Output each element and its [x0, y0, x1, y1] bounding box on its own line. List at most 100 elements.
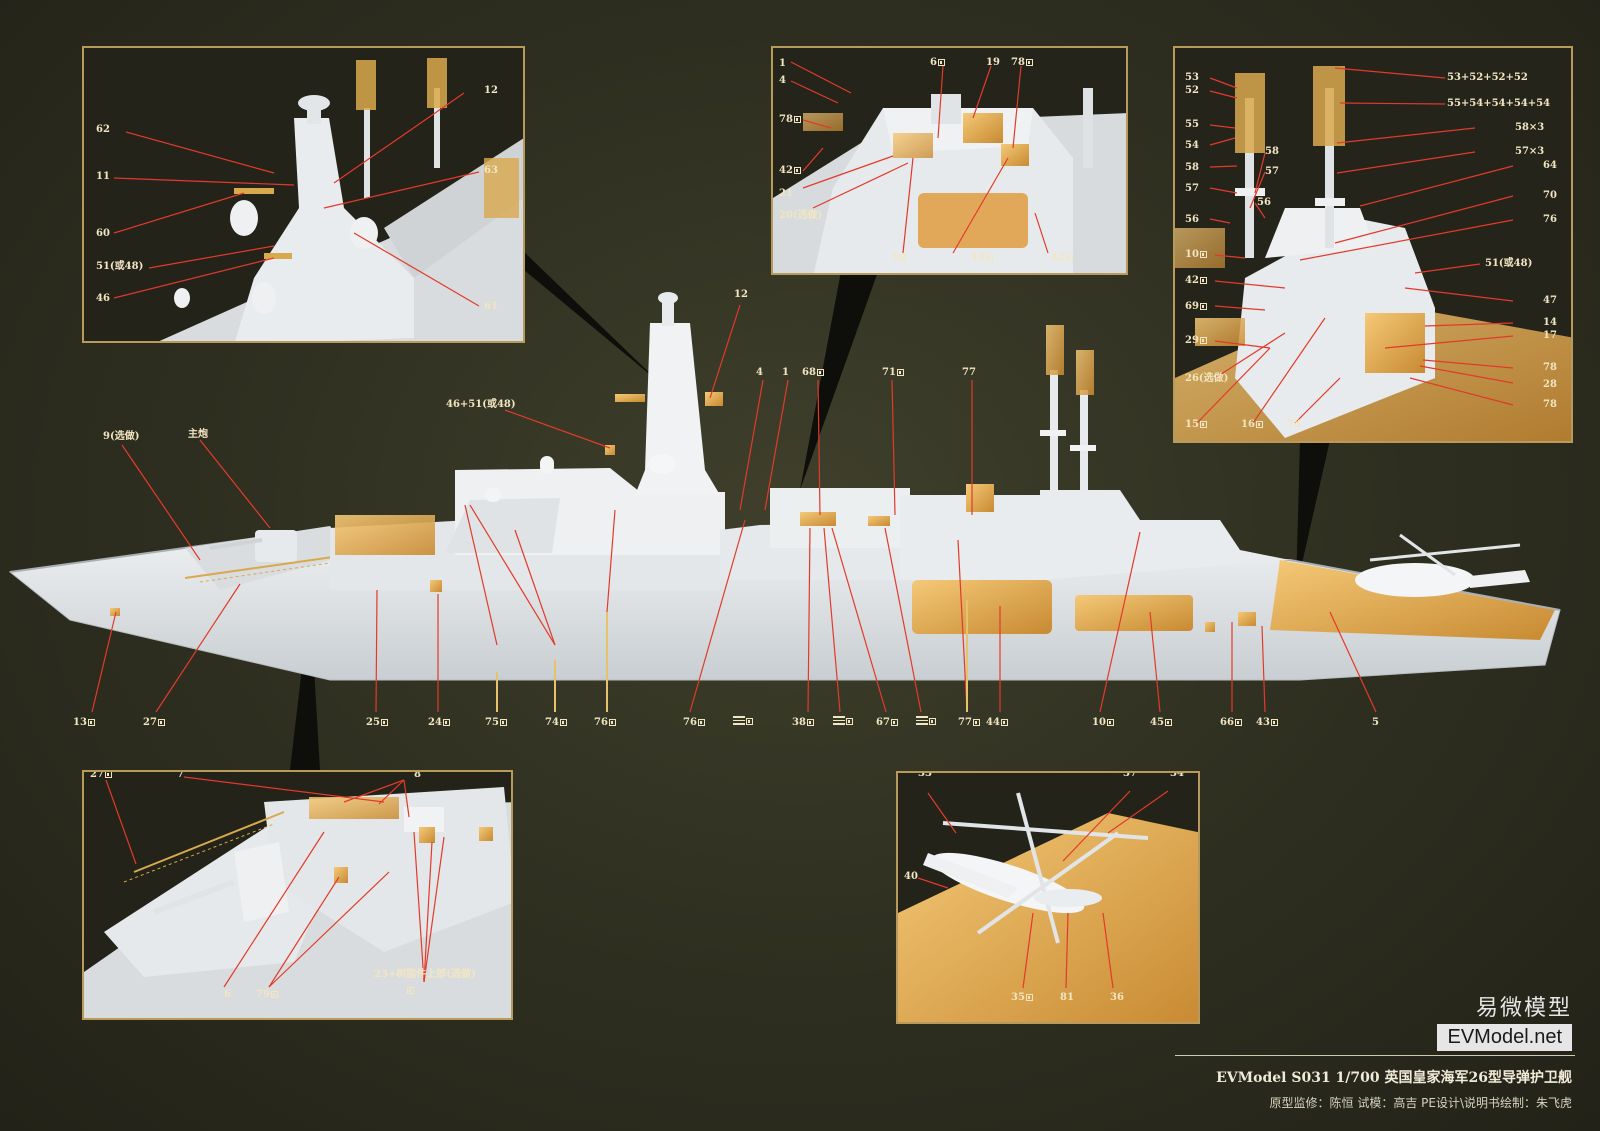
callout-label: 10 [1092, 718, 1114, 728]
callout-label [733, 716, 753, 727]
inset-forecastle-closeup: 27 7 8 6 79 23+树脂件上部(选做) [82, 770, 513, 1020]
callout-label: 69 [1185, 302, 1207, 312]
callout-label: 36 [1110, 992, 1124, 1003]
photo-etch-part-icon [1025, 59, 1033, 66]
callout-label: 81 [1060, 992, 1074, 1003]
callout-label: 66 [1220, 718, 1242, 728]
photo-etch-part-icon [1270, 719, 1278, 726]
photo-etch-part-icon [499, 719, 507, 726]
callout-label: 76 [683, 718, 705, 728]
callout-label: 55 [1185, 119, 1199, 130]
photo-etch-part-icon [104, 772, 112, 778]
callout-label: 71 [882, 368, 904, 378]
title-divider [1175, 1055, 1575, 1056]
brand-website: EVModel.net [1437, 1024, 1572, 1051]
photo-etch-part-icon [697, 719, 705, 726]
callout-label: 27 [143, 718, 165, 728]
callout-label: 67 [876, 718, 898, 728]
callout-label: 23+树脂件上部(选做) [374, 969, 476, 980]
photo-etch-part-icon [442, 719, 450, 726]
callout-label: 56 [1257, 197, 1271, 208]
callout-label: 42 [1185, 276, 1207, 286]
photo-etch-part-icon [87, 719, 95, 726]
photo-etch-part-icon [1199, 277, 1207, 284]
callout-label: 1 [779, 58, 786, 69]
callout-label: 74 [545, 718, 567, 728]
part-tree-icon [733, 716, 745, 725]
callout-label: 57 [1185, 183, 1199, 194]
callout-label: 46 [96, 293, 110, 304]
photo-etch-part-icon [896, 369, 904, 376]
callout-label: 78 [1543, 399, 1557, 410]
callout-label: 45 [1150, 718, 1172, 728]
callout-label: 38 [792, 718, 814, 728]
callout-label: 37 [1123, 771, 1137, 779]
photo-etch-part-icon [985, 254, 993, 261]
photo-etch-part-icon [898, 254, 906, 261]
callout-label: 主炮 [188, 429, 208, 440]
callout-label: 56 [1185, 214, 1199, 225]
callout-label: 58 [1265, 146, 1279, 157]
callout-label: 20(选做) [779, 210, 823, 221]
inset-photo [773, 61, 1126, 273]
photo-etch-part-icon [1199, 337, 1207, 344]
callout-label: 78 [1011, 58, 1033, 68]
part-tree-icon [833, 716, 845, 725]
callout-label: 15 [1185, 420, 1207, 430]
photo-etch-part-icon [380, 719, 388, 726]
photo-etch-part-icon [1106, 719, 1114, 726]
callout-label: 70 [1543, 190, 1557, 201]
callout-label: 12 [484, 85, 498, 96]
callout-label: 57 [1265, 166, 1279, 177]
callout-label: 24 [428, 718, 450, 728]
photo-etch-part-icon [937, 59, 945, 66]
inset-aft-mast-closeup: 53 52 55 54 58 57 56 58 57 56 10 42 69 2… [1173, 46, 1573, 443]
callout-label: 61 [484, 301, 498, 312]
photo-etch-part-icon [608, 719, 616, 726]
callout-label: 51(或48) [1485, 258, 1533, 269]
callout-label: 58×3 [1515, 122, 1545, 133]
callout-label: 68 [802, 368, 824, 378]
callout-label: 6 [224, 989, 231, 1000]
callout-label: 14 [1543, 317, 1557, 328]
photo-etch-part-icon [407, 987, 414, 994]
photo-etch-part-icon [816, 369, 824, 376]
callout-label: 51(或48) [96, 261, 144, 272]
callout-label: 18 [971, 253, 993, 263]
callout-label: 10 [1185, 250, 1207, 260]
callout-label: 16 [1241, 420, 1263, 430]
callout-label: 77 [958, 718, 980, 728]
photo-etch-part-icon [793, 116, 801, 123]
photo-etch-part-icon [890, 719, 898, 726]
photo-etch-part-icon [1199, 251, 1207, 258]
callout-label: 29 [1185, 336, 1207, 346]
callout-label: 12 [734, 289, 748, 300]
callout-label: 8 [414, 770, 421, 780]
callout-label [916, 716, 936, 727]
callout-label: 75 [485, 718, 507, 728]
callout-label: 79 [256, 990, 278, 1000]
photo-etch-part-icon [972, 719, 980, 726]
callout-label: 57×3 [1515, 146, 1545, 157]
callout-label: 47 [1543, 295, 1557, 306]
callout-label [833, 716, 853, 727]
callout-label: 42 [1051, 253, 1073, 263]
callout-label: 1 [782, 367, 789, 378]
callout-label: 60 [96, 228, 110, 239]
callout-label [406, 986, 414, 996]
inset-hangar-closeup: 1 4 78 6 19 78 42 21 20(选做) 3 18 42 [771, 46, 1128, 275]
callout-label: 42 [779, 166, 801, 176]
callout-label: 4 [779, 75, 786, 86]
callout-label: 6 [930, 58, 945, 68]
inset-photo [84, 776, 511, 1018]
callout-label: 40 [904, 871, 918, 882]
callout-label: 78 [779, 115, 801, 125]
callout-label: 44 [986, 718, 1008, 728]
photo-etch-part-icon [1164, 719, 1172, 726]
photo-etch-part-icon [1199, 421, 1207, 428]
photo-etch-part-icon [846, 718, 853, 725]
photo-etch-part-icon [1234, 719, 1242, 726]
callout-label: 58 [1185, 162, 1199, 173]
callout-label: 62 [96, 124, 110, 135]
